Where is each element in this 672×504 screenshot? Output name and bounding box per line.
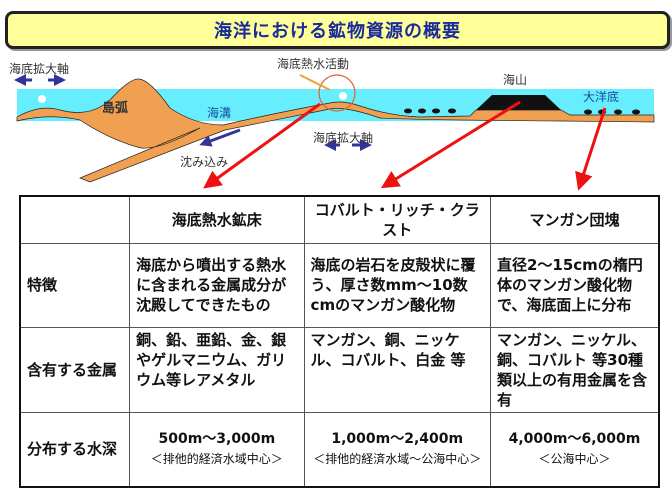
- spreading-arrows: [14, 74, 372, 151]
- table-cell: 4,000m～6,000m ＜公海中心＞: [489, 411, 660, 488]
- depth-range: 500m～3,000m: [158, 431, 276, 448]
- table-header-row: 海底熱水鉱床 コバルト・リッチ・クラスト マンガン団塊: [19, 195, 660, 244]
- page-title: 海洋における鉱物資源の概要: [214, 21, 461, 42]
- label-seamount: 海山: [503, 72, 527, 87]
- label-spreading-axis-left: 海底拡大軸: [9, 61, 69, 76]
- table-cell: 銅、鉛、亜鉛、金、銀やゲルマニウム、ガリウム等レアメタル: [129, 326, 305, 413]
- row-label: 特徴: [19, 242, 131, 328]
- label-spreading-axis-center: 海底拡大軸: [313, 130, 373, 145]
- header-cobalt-rich-crust: コバルト・リッチ・クラスト: [303, 195, 491, 244]
- table-cell: 海底から噴出する熱水に含まれる金属成分が沈殿してできたもの: [129, 242, 305, 328]
- table-cell: マンガン、銅、ニッケル、コバルト、白金 等: [303, 326, 491, 413]
- depth-range: 1,000m～2,400m: [331, 431, 464, 448]
- hydrothermal-highlight-circle: [318, 74, 356, 112]
- table-cell: 直径2～15cmの楕円体のマンガン酸化物で、海底面上に分布: [489, 242, 660, 328]
- header-hydrothermal-deposits: 海底熱水鉱床: [129, 195, 305, 244]
- label-subduction: 沈み込み: [180, 154, 228, 169]
- hydrothermal-pointer: [299, 74, 331, 91]
- table-cell: 1,000m～2,400m ＜排他的経済水域～公海中心＞: [303, 411, 491, 488]
- label-island-arc: 島弧: [102, 100, 128, 116]
- header-empty: [19, 195, 131, 244]
- depth-note: ＜排他的経済水域中心＞: [150, 452, 283, 467]
- table-cell: 海底の岩石を皮殻状に覆う、厚さ数mm～10数cmのマンガン酸化物: [303, 242, 491, 328]
- table-row-depth: 分布する水深 500m～3,000m ＜排他的経済水域中心＞ 1,000m～2,4…: [19, 411, 660, 488]
- title-banner: 海洋における鉱物資源の概要: [5, 11, 670, 49]
- table-cell: 500m～3,000m ＜排他的経済水域中心＞: [129, 411, 305, 488]
- manganese-nodules: [404, 108, 640, 115]
- depth-note: ＜排他的経済水域～公海中心＞: [313, 452, 482, 467]
- seafloor-crust: [16, 78, 655, 183]
- header-manganese-nodules: マンガン団塊: [489, 195, 660, 244]
- row-label: 分布する水深: [19, 411, 131, 488]
- vent-left: [38, 95, 46, 103]
- row-label: 含有する金属: [19, 326, 131, 413]
- vent-center: [339, 92, 347, 100]
- pointer-arrows: [203, 100, 607, 191]
- label-hydrothermal-activity: 海底熱水活動: [277, 56, 349, 71]
- label-trench: 海溝: [207, 105, 231, 120]
- table-cell: マンガン、ニッケル、銅、コバルト 等30種類以上の有用金属を含有: [489, 326, 660, 413]
- table-row-features: 特徴 海底から噴出する熱水に含まれる金属成分が沈殿してできたもの 海底の岩石を皮…: [19, 242, 660, 328]
- label-ocean-floor: 大洋底: [583, 89, 619, 104]
- table-row-metals: 含有する金属 銅、鉛、亜鉛、金、銀やゲルマニウム、ガリウム等レアメタル マンガン…: [19, 326, 660, 413]
- seafloor-cross-section-diagram: 海底拡大軸 海底熱水活動 島弧 海溝 海底拡大軸 沈み込み 海山 大洋底: [9, 56, 655, 191]
- mineral-resources-table: 海底熱水鉱床 コバルト・リッチ・クラスト マンガン団塊 特徴 海底から噴出する熱…: [19, 195, 660, 488]
- depth-range: 4,000m～6,000m: [508, 431, 641, 448]
- depth-note: ＜公海中心＞: [538, 452, 611, 467]
